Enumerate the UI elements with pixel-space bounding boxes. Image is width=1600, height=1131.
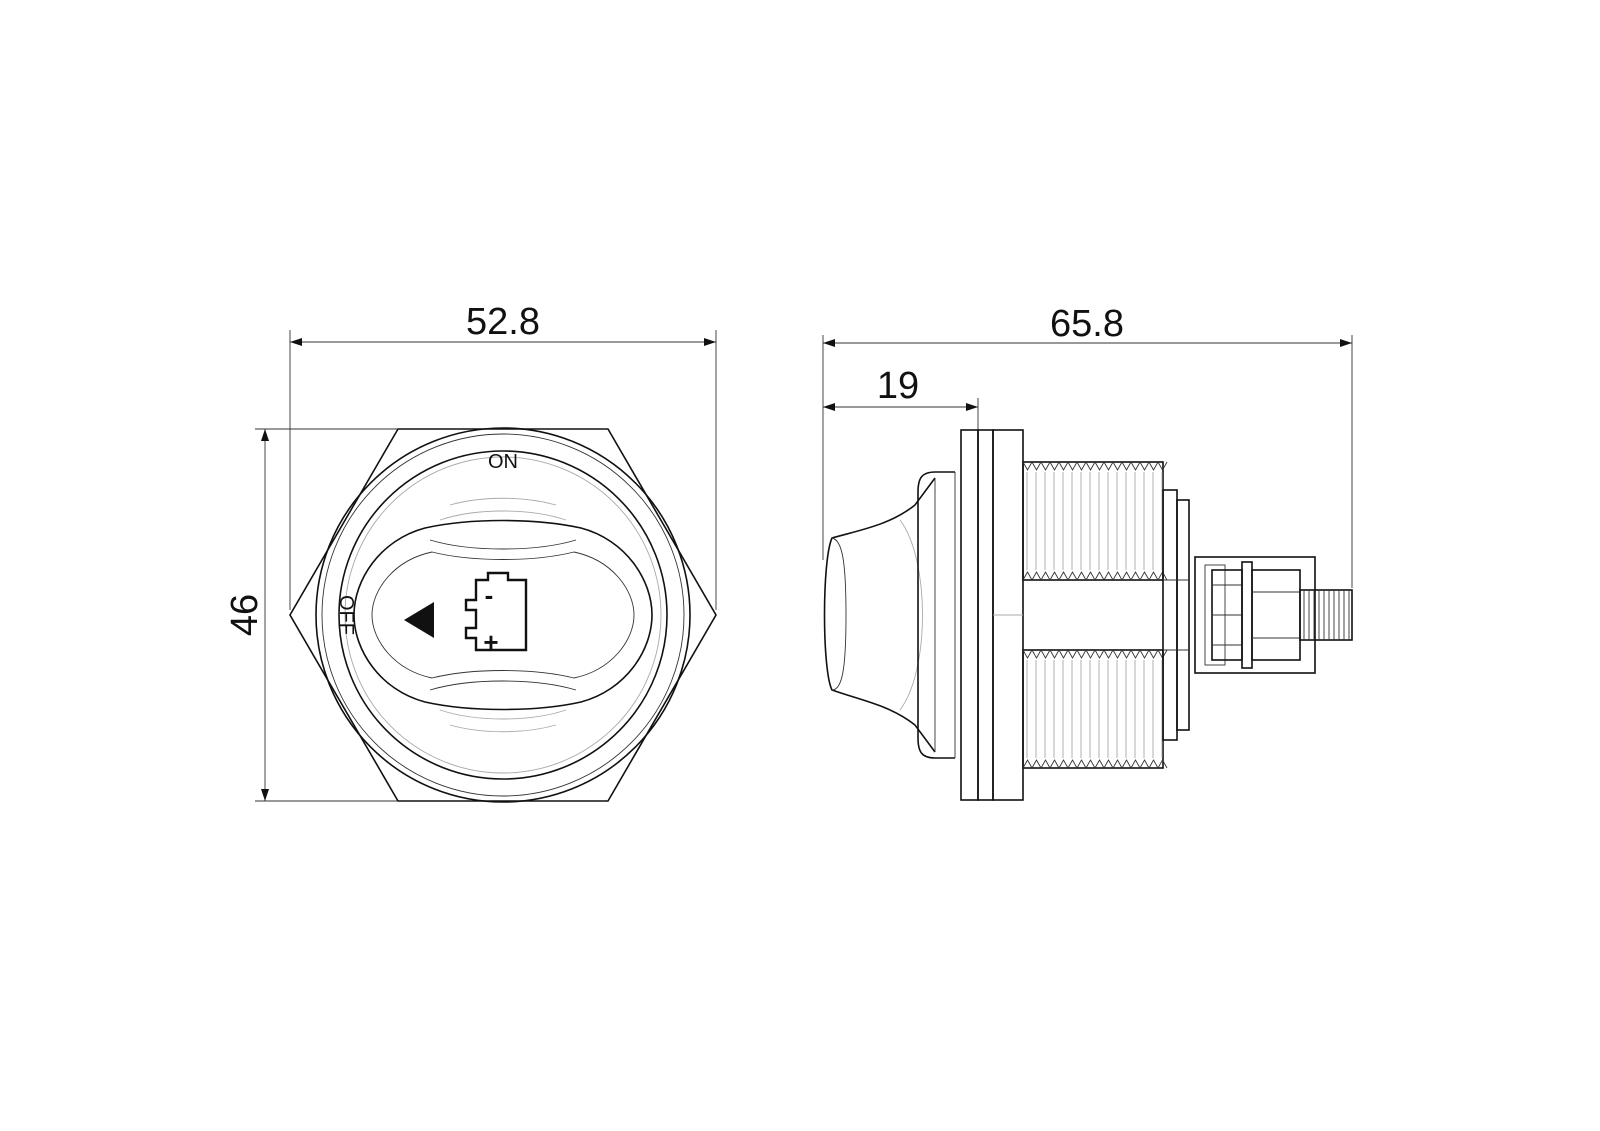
inner-bezel-shadow-ring [344, 456, 662, 774]
on-label: ON [488, 451, 518, 473]
side-knob-contour [899, 519, 923, 711]
knob-bottom-grip-3 [449, 724, 557, 733]
side-knob-dome [823, 477, 936, 753]
bezel-flange-front [960, 429, 979, 801]
knob-length-dimension: 19 [823, 365, 979, 440]
knob-outer-shape [353, 519, 653, 711]
thread-top-teeth [1022, 461, 1168, 581]
outer-bezel-inner-ring [321, 433, 685, 797]
knob-inner-shape [371, 551, 635, 679]
knob-top-grip-2 [439, 510, 567, 521]
knob-length-label: 19 [877, 365, 919, 407]
front-view: 52.8 46 ON OFF [224, 301, 717, 803]
width-dimension-label: 52.8 [466, 301, 540, 343]
rear-plate [1176, 499, 1190, 731]
threaded-body-top [1022, 461, 1164, 581]
terminal-housing [1194, 556, 1316, 674]
knob-bottom-grip-2 [439, 709, 567, 720]
rear-retaining-nut [1162, 489, 1178, 741]
pointer-triangle-icon [404, 602, 434, 638]
thread-bottom-teeth [1022, 649, 1168, 769]
overall-length-label: 65.8 [1050, 303, 1124, 345]
off-label: OFF [335, 595, 357, 635]
knob-top-grip [429, 539, 577, 550]
terminal-washer [1241, 561, 1253, 669]
knob-bottom-grip [429, 680, 577, 691]
height-dimension-label: 46 [224, 594, 266, 636]
thread-band-lines [1026, 472, 1163, 758]
side-view: 65.8 19 [822, 303, 1353, 801]
battery-plus-sign: + [483, 627, 498, 657]
knob-top-grip-3 [449, 497, 557, 506]
outer-bezel-ring [315, 427, 691, 803]
hex-nut-outline [289, 428, 717, 802]
height-dimension: 46 [224, 428, 398, 802]
threaded-body-bottom [1022, 649, 1164, 769]
terminal-stud [1299, 589, 1353, 641]
width-dimension: 52.8 [289, 301, 717, 610]
battery-icon: - + [464, 571, 528, 657]
inner-bezel-ring [338, 450, 668, 780]
side-knob-skirt [917, 471, 955, 759]
bezel-flange-rear [977, 429, 994, 801]
terminal-stud-thread [1303, 590, 1350, 640]
terminal-nut-2 [1251, 569, 1301, 661]
side-knob-face [831, 537, 847, 691]
overall-length-dimension: 65.8 [822, 303, 1353, 588]
battery-minus-sign: - [485, 580, 494, 610]
